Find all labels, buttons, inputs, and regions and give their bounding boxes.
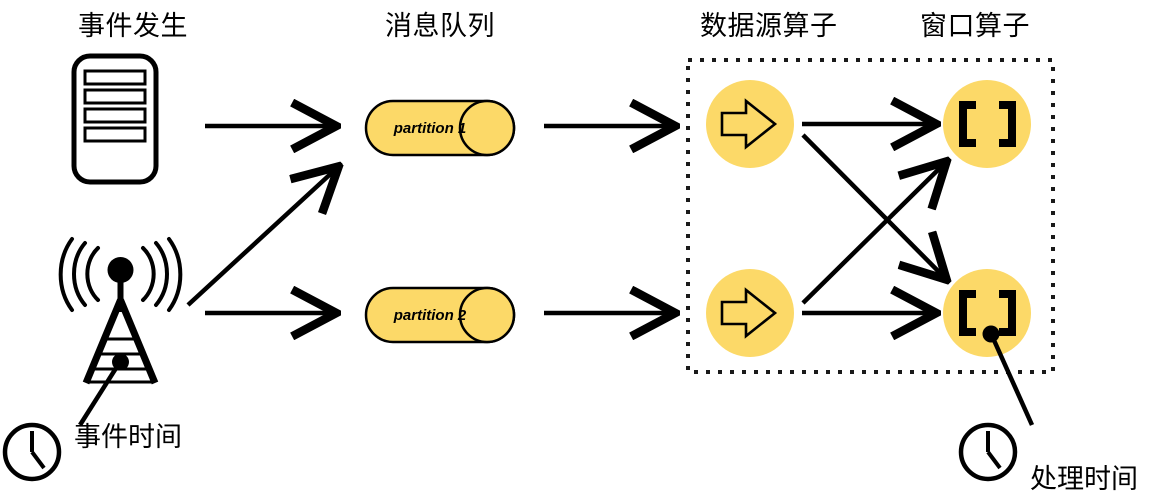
arrow-source1-to-window2: [801, 133, 945, 278]
brackets-icon: [959, 101, 1016, 147]
partition-2[interactable]: [364, 286, 516, 344]
source-op-1[interactable]: [706, 80, 794, 168]
antenna-tower-icon: [58, 237, 183, 427]
label-event-occurrence: 事件发生: [78, 11, 188, 41]
processing-time-clock-icon: [958, 422, 1018, 482]
window-op-2[interactable]: [943, 269, 1035, 426]
event-time-clock-icon: [2, 422, 62, 482]
label-source-operator: 数据源算子: [700, 11, 838, 41]
partition-2-label: partition 2: [393, 307, 467, 324]
operator-group-box: [686, 58, 1055, 374]
server-icon: [71, 53, 159, 185]
arrow-source2-to-window1: [801, 163, 945, 305]
label-window-operator: 窗口算子: [920, 11, 1030, 41]
arrow-antenna-to-partition1: [186, 168, 337, 307]
label-event-time: 事件时间: [74, 422, 182, 452]
label-message-queue: 消息队列: [385, 11, 495, 41]
window-op-1[interactable]: [943, 80, 1031, 168]
right-arrow-icon: [720, 287, 778, 339]
label-processing-time: 处理时间: [1030, 464, 1138, 494]
partition-1[interactable]: [364, 99, 516, 157]
right-arrow-icon: [720, 98, 778, 150]
brackets-icon: [959, 290, 1016, 336]
partition-1-label: partition 1: [393, 120, 467, 137]
source-op-2[interactable]: [706, 269, 794, 357]
